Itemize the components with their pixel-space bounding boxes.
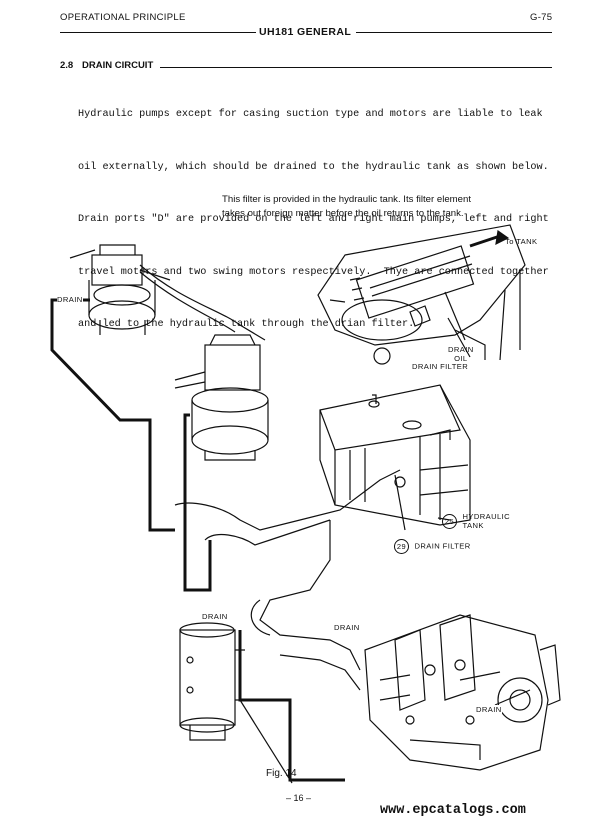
label-hydraulic-tank: 25 HYDRAULIC TANK	[442, 512, 510, 530]
label-drain-filter-canister: DRAIN	[202, 612, 228, 621]
label-drain-pump-right: DRAIN	[476, 705, 502, 714]
label-drain-filter: 29 DRAIN FILTER	[394, 539, 471, 554]
header-rule-left	[60, 32, 256, 33]
page-number: – 16 –	[286, 793, 312, 803]
label-hydraulic-tank-line: TANK	[462, 521, 484, 530]
figure-note-line: takes out foreign matter before the oil …	[222, 208, 464, 219]
callout-number-badge: 25	[442, 513, 457, 529]
label-drain-filter-text: DRAIN FILTER	[414, 541, 471, 551]
label-drain-filter-cutaway: DRAIN FILTER	[412, 362, 469, 371]
label-drain-oil-line: OIL	[454, 354, 468, 363]
section-title: DRAIN CIRCUIT	[82, 60, 154, 71]
body-line: oil externally, which should be drained …	[78, 161, 549, 173]
drain-filter-cutaway-illustration	[317, 224, 526, 365]
header-rule-right	[356, 32, 552, 33]
main-pump-assembly-illustration	[364, 614, 561, 771]
swing-motor-illustration	[69, 244, 171, 335]
section-number: 2.8	[60, 60, 74, 71]
label-to-tank: To TANK	[505, 237, 538, 246]
watermark-text: www.epcatalogs.com	[380, 803, 526, 818]
section-rule	[160, 67, 552, 68]
travel-motor-illustration	[174, 334, 269, 461]
label-drain-oil: DRAIN OIL	[448, 345, 474, 363]
body-paragraph: Hydraulic pumps except for casing suctio…	[78, 71, 549, 351]
callout-number-badge: 29	[394, 539, 409, 554]
header-section-title: OPERATIONAL PRINCIPLE	[60, 12, 186, 23]
label-drain-pump: DRAIN	[334, 623, 360, 632]
body-line: travel motors and two swing motors respe…	[78, 266, 549, 278]
header-page-code: G-75	[530, 12, 553, 23]
drain-filter-canister-illustration	[179, 622, 245, 741]
figure-note: This filter is provided in the hydraulic…	[222, 193, 471, 221]
body-line: Hydraulic pumps except for casing suctio…	[78, 109, 543, 120]
figure-caption: Fig. 14	[266, 768, 297, 779]
header-model-title: UH181 GENERAL	[259, 26, 352, 38]
figure-note-line: This filter is provided in the hydraulic…	[222, 194, 472, 205]
body-line: Drain ports "D" are provided on the left…	[78, 214, 549, 225]
hydraulic-tank-illustration	[319, 384, 471, 526]
drain-line	[50, 298, 345, 782]
label-drain-swing: DRAIN	[57, 295, 83, 304]
body-line: and led to the hydraulic tank through th…	[78, 319, 415, 330]
label-drain-oil-line: DRAIN	[448, 345, 474, 354]
label-hydraulic-tank-line: HYDRAULIC	[462, 512, 510, 521]
